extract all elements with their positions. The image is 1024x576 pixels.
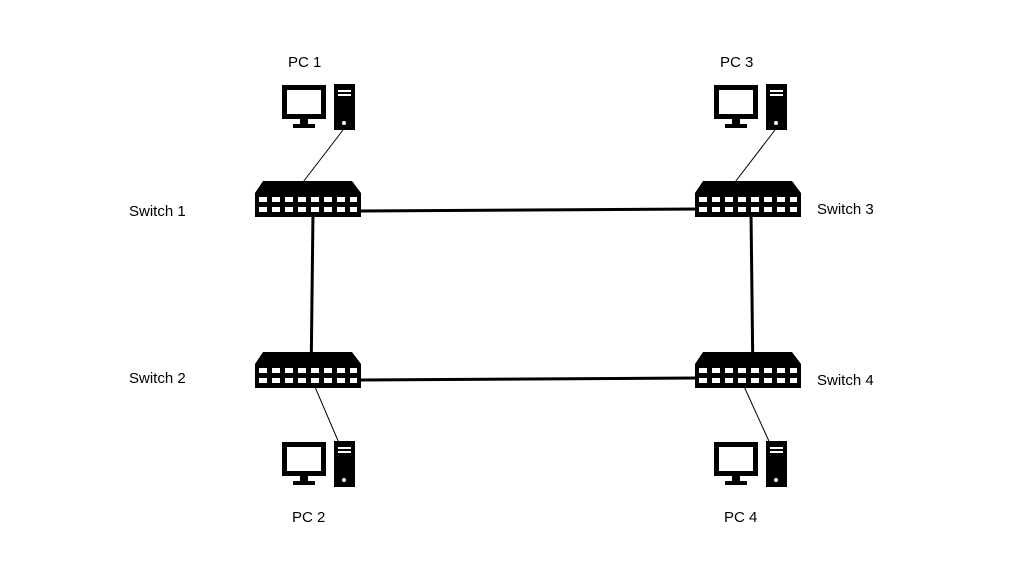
pc-4-label: PC 4 <box>724 509 757 526</box>
pc-3-label: PC 3 <box>720 54 753 71</box>
pc-1-label: PC 1 <box>288 54 321 71</box>
switch-3: Switch 3 <box>695 181 874 218</box>
link-pc3-switch3 <box>731 129 776 187</box>
switch-2-label: Switch 2 <box>129 370 186 387</box>
pc-4: PC 4 <box>714 441 787 526</box>
switch-4: Switch 4 <box>695 352 874 389</box>
switch-4-label: Switch 4 <box>817 372 874 389</box>
network-switch-icon <box>695 181 801 217</box>
link-pc4-switch4 <box>741 381 774 451</box>
link-pc2-switch2 <box>311 379 343 451</box>
links <box>299 129 776 451</box>
switch-2: Switch 2 <box>129 352 361 388</box>
desktop-computer-icon <box>282 441 355 487</box>
network-switch-icon <box>695 352 801 388</box>
switch-3-label: Switch 3 <box>817 201 874 218</box>
link-pc1-switch1 <box>299 129 344 187</box>
link-switch2-switch4 <box>359 376 699 382</box>
desktop-computer-icon <box>282 84 355 130</box>
desktop-computer-icon <box>714 441 787 487</box>
link-switch1-switch3 <box>359 207 699 213</box>
pc-2: PC 2 <box>282 441 355 526</box>
desktop-computer-icon <box>714 84 787 130</box>
network-switch-icon <box>255 352 361 388</box>
network-switch-icon <box>255 181 361 217</box>
pc-1: PC 1 <box>282 54 355 130</box>
switch-1-label: Switch 1 <box>129 203 186 220</box>
pc-3: PC 3 <box>714 54 787 130</box>
switch-1: Switch 1 <box>129 181 361 220</box>
pc-2-label: PC 2 <box>292 509 325 526</box>
